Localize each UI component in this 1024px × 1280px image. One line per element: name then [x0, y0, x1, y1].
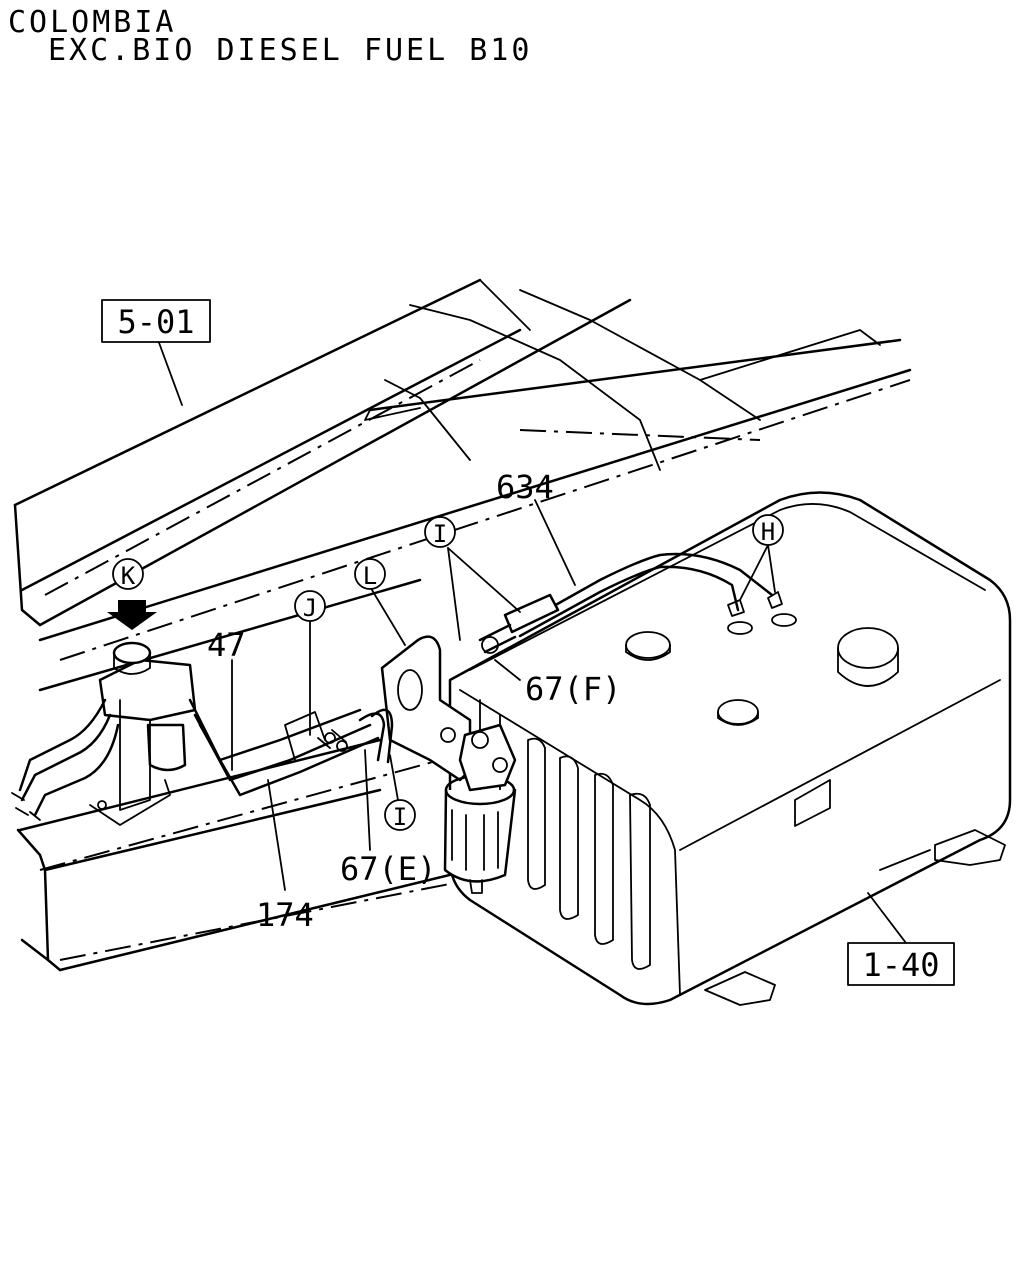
part-47-label: 47: [207, 626, 246, 664]
callout-k: K: [112, 558, 144, 590]
fuel-line-634: [478, 552, 783, 654]
view-arrow-icon: [107, 600, 157, 630]
ref-frame-label: 5-01: [117, 303, 194, 341]
leader-lines: [157, 339, 907, 944]
fuel-pump-assembly: [11, 641, 394, 826]
callout-i-top: I: [424, 516, 456, 548]
svg-text:H: H: [761, 518, 775, 546]
ref-box-tank[interactable]: 1-40: [847, 942, 955, 986]
part-174-label: 174: [256, 896, 314, 934]
part-67f-label: 67(F): [525, 670, 621, 708]
svg-text:I: I: [433, 520, 447, 548]
callout-h: H: [752, 514, 784, 546]
svg-text:J: J: [303, 594, 317, 622]
svg-text:L: L: [363, 562, 377, 590]
callout-j: J: [294, 590, 326, 622]
ref-tank-label: 1-40: [862, 946, 939, 984]
header-exclusion: EXC.BIO DIESEL FUEL B10: [48, 33, 533, 68]
frame-rail: [13, 278, 912, 692]
lower-frame-rail: [16, 738, 472, 972]
fuel-filter-bracket: [380, 635, 517, 894]
part-634-label: 634: [496, 468, 554, 506]
ref-box-frame[interactable]: 5-01: [101, 299, 211, 343]
svg-text:K: K: [121, 562, 136, 590]
fuel-tank: [448, 491, 1012, 1006]
part-67e-label: 67(E): [340, 850, 436, 888]
callout-l: L: [354, 558, 386, 590]
header-region: COLOMBIA: [8, 5, 177, 40]
callout-i-bottom: I: [384, 799, 416, 831]
svg-text:I: I: [393, 803, 407, 831]
